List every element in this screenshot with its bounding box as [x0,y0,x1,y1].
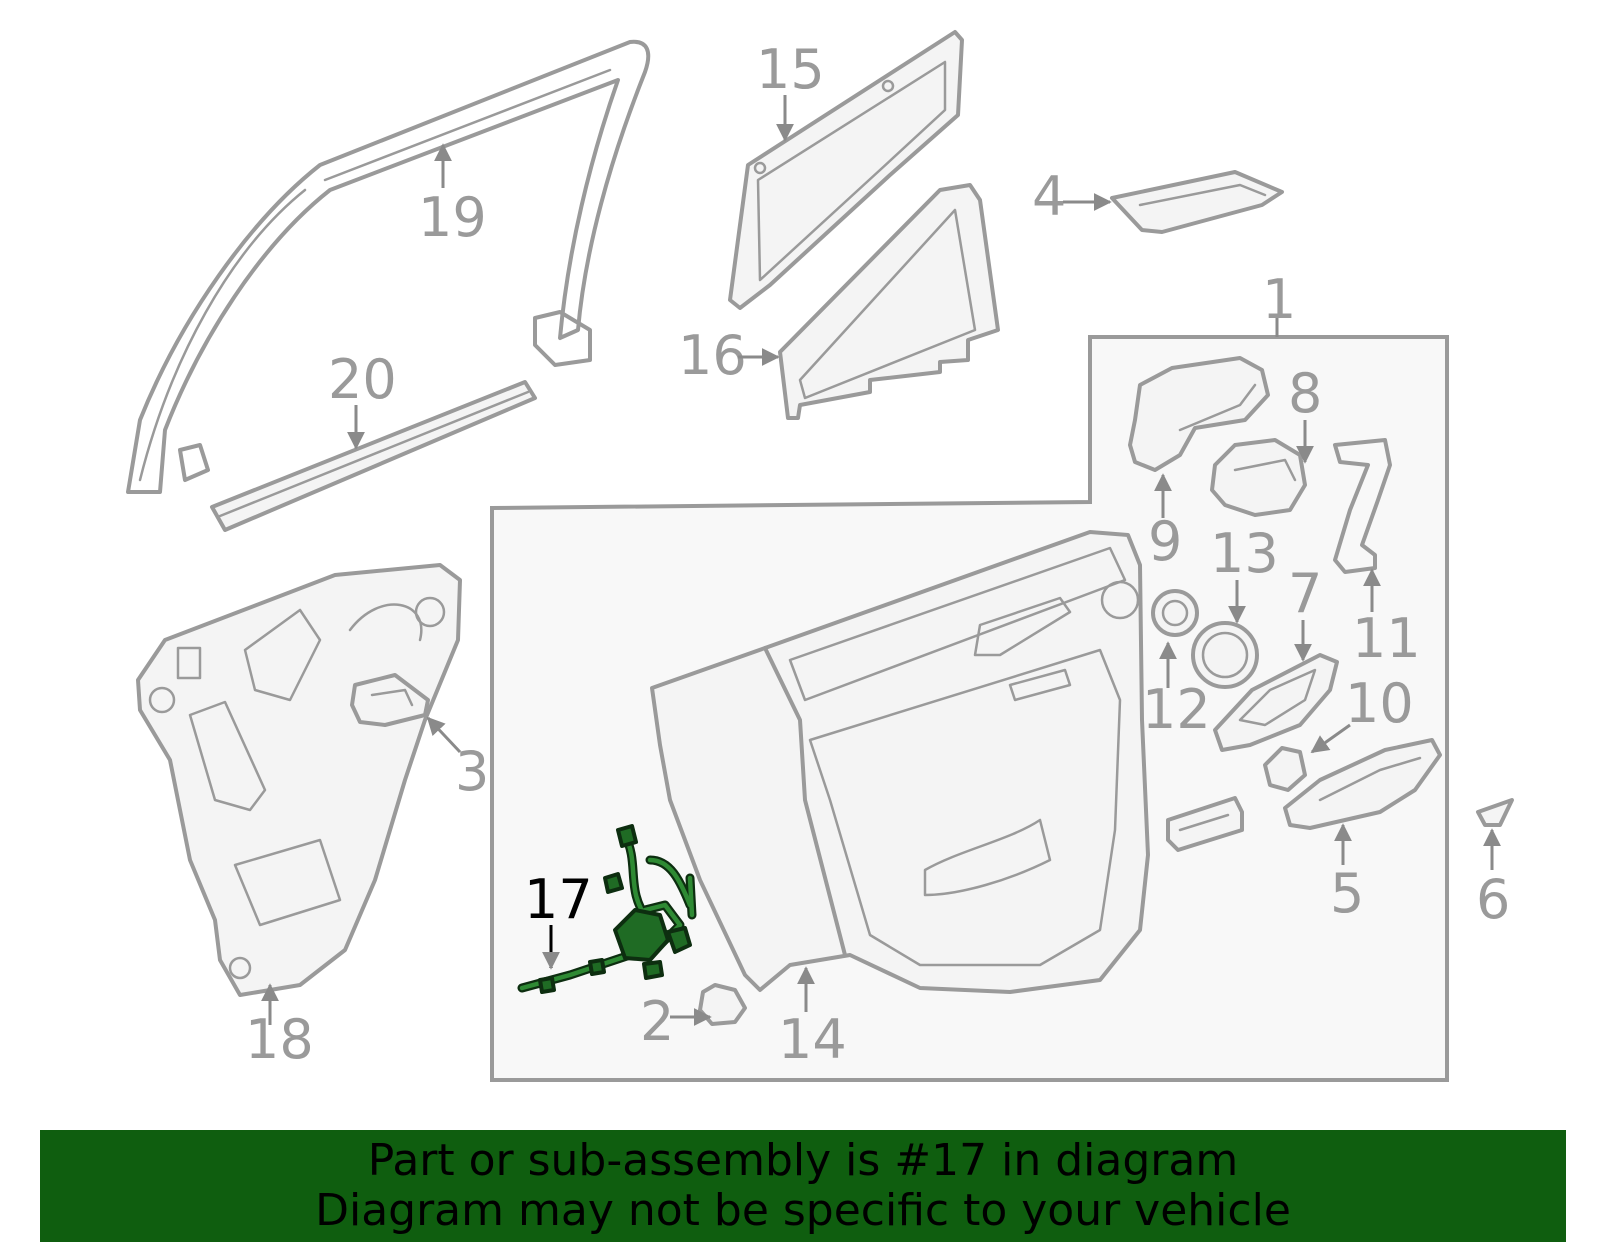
part-17-wiring-harness [517,824,697,994]
part-3-bracket [350,673,430,727]
part-14-door-trim-panel [650,530,1150,994]
part-20-belt-weatherstrip [210,380,537,532]
banner-line-2: Diagram may not be specific to your vehi… [315,1185,1291,1236]
callout-11: 11 [1352,607,1421,670]
part-18-water-deflector [136,563,462,997]
callout-9: 9 [1148,510,1182,573]
part-8-actuator [1210,438,1307,517]
part-15-trim-panel [728,30,964,310]
part-5-inside-handle [1283,738,1442,830]
banner-line-1: Part or sub-assembly is #17 in diagram [367,1135,1239,1186]
callout-15: 15 [756,38,825,101]
callout-8: 8 [1288,362,1322,425]
callout-5: 5 [1330,862,1364,925]
callout-17: 17 [524,868,593,931]
callout-19: 19 [418,186,487,249]
callout-1: 1 [1262,268,1296,331]
part-16-window-frame [778,183,1000,420]
callout-12: 12 [1142,678,1211,741]
part-11-rod [1333,438,1392,574]
part-pull-plate [1166,796,1244,852]
callout-7: 7 [1288,562,1322,625]
callout-10: 10 [1345,672,1414,735]
part-19-frame-weatherstrip [126,39,651,494]
part-12-knob [1151,589,1199,637]
part-6-cap [1476,798,1514,827]
callout-4: 4 [1032,165,1066,228]
callout-10-arrow [1310,723,1351,754]
part-7-handle-bezel [1213,653,1339,752]
part-10-switch [1263,746,1307,792]
callout-6: 6 [1476,868,1510,931]
callout-18: 18 [245,1008,314,1071]
part-13-speaker-grille [1191,621,1259,689]
callout-3: 3 [455,740,489,803]
callout-13: 13 [1210,522,1279,585]
info-banner: Part or sub-assembly is #17 in diagram D… [40,1130,1566,1242]
callout-14: 14 [778,1008,847,1071]
callout-3-arrow [426,716,462,754]
part-4-bracket [1110,170,1284,234]
callout-20: 20 [328,348,397,411]
callout-16: 16 [678,324,747,387]
callout-2: 2 [640,990,674,1053]
part-9-bezel [1128,356,1270,472]
